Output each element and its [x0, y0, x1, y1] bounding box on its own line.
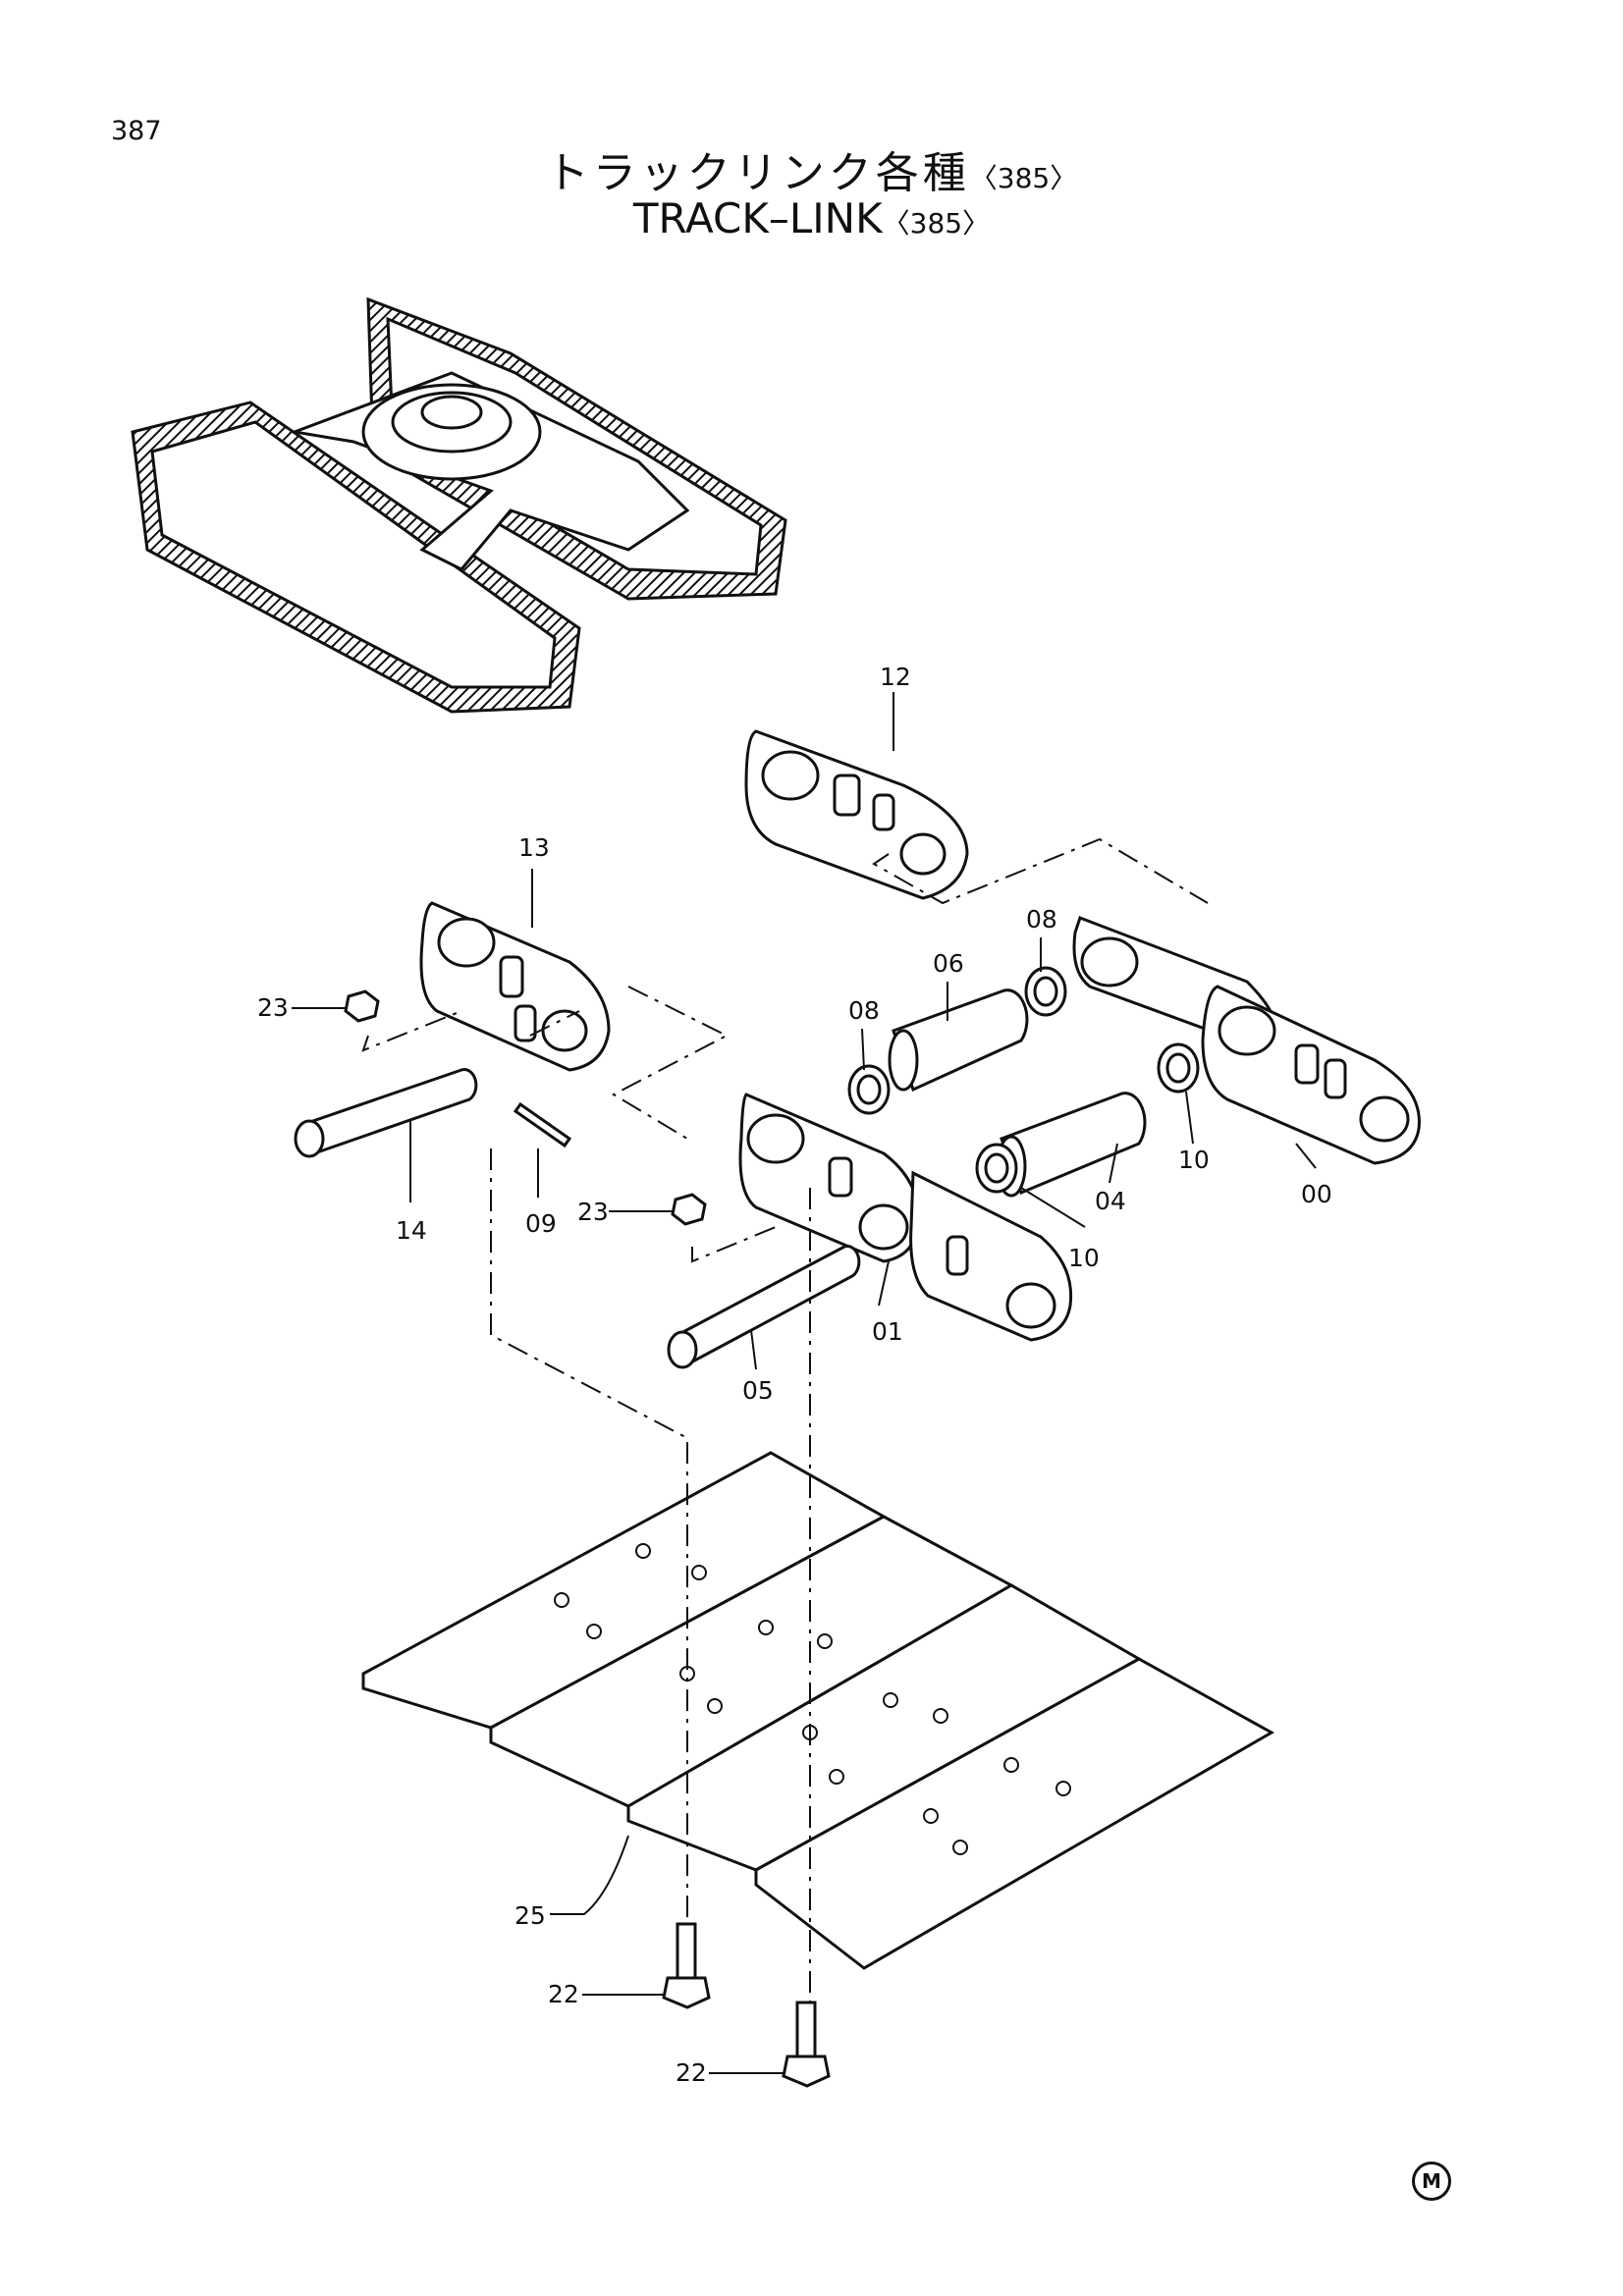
- callout-05: 05: [742, 1376, 774, 1405]
- page-title-japanese: トラックリンク各種〈385〉: [0, 137, 1623, 200]
- callout-12: 12: [880, 663, 911, 691]
- title-jp-text: トラックリンク各種: [545, 148, 970, 198]
- callout-23-upper: 23: [257, 993, 289, 1022]
- callout-01: 01: [872, 1317, 903, 1346]
- page-title-english: TRACK–LINK〈385〉: [0, 194, 1623, 242]
- undercarriage-illustration: [131, 296, 787, 714]
- callout-00: 00: [1301, 1180, 1332, 1208]
- callout-08-lower: 08: [848, 996, 880, 1025]
- circled-m-mark: M: [1412, 2162, 1451, 2201]
- callout-22-lower: 22: [676, 2058, 707, 2087]
- callout-08-upper: 08: [1026, 905, 1057, 934]
- title-en-text: TRACK–LINK: [632, 194, 883, 242]
- callout-labels: 12 13 08 06 08 23 14 09 23 10 04 00 10 0…: [257, 663, 1332, 2087]
- title-jp-ref: 〈385〉: [969, 162, 1078, 194]
- track-link-13: [419, 901, 611, 1072]
- callout-13: 13: [518, 833, 550, 862]
- assembly-lines: [361, 837, 1209, 2002]
- leader-lines: [292, 692, 1317, 2074]
- track-link-01: [738, 1093, 1073, 1342]
- callout-10-lower: 10: [1068, 1244, 1100, 1272]
- shoe-bolt-holes: [554, 1543, 1071, 1855]
- callout-06: 06: [933, 949, 964, 978]
- title-en-ref: 〈385〉: [882, 207, 991, 240]
- callout-23-lower: 23: [577, 1198, 609, 1226]
- track-link-00: [1072, 916, 1421, 1165]
- callout-22-upper: 22: [548, 1980, 579, 2008]
- track-link-12: [744, 729, 969, 900]
- shoe-bolts-22: [662, 1922, 831, 2088]
- bushings-and-seals: [847, 966, 1200, 1198]
- callout-10-right: 10: [1178, 1146, 1210, 1174]
- track-shoes-25: [361, 1451, 1275, 1970]
- page-number: 387: [111, 116, 162, 146]
- callout-14: 14: [396, 1216, 427, 1245]
- callout-04: 04: [1095, 1187, 1126, 1215]
- callout-25: 25: [514, 1901, 546, 1930]
- nuts: [344, 989, 707, 1226]
- pins: [294, 1068, 861, 1369]
- callout-09: 09: [525, 1209, 557, 1238]
